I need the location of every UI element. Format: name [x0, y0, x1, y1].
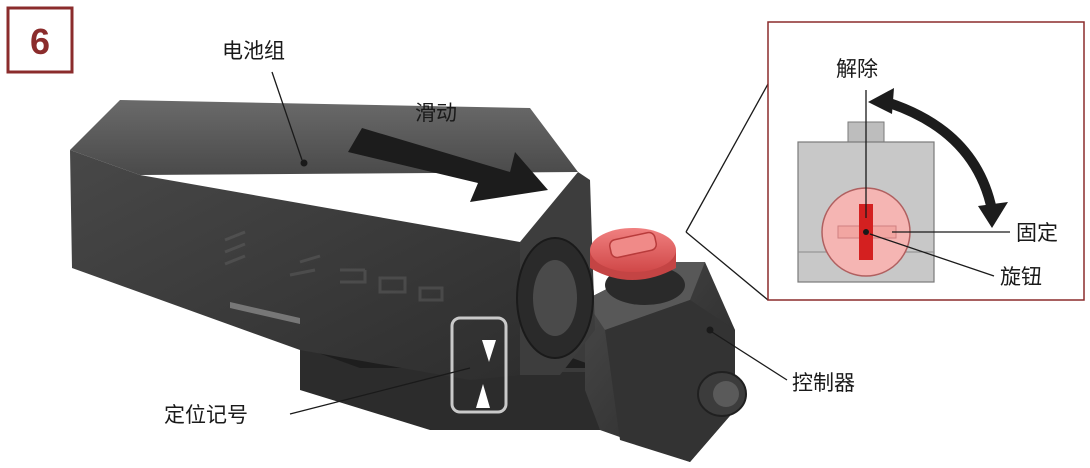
label-alignment-mark: 定位记号: [164, 403, 248, 427]
rotation-arrow-icon: [878, 95, 997, 212]
knob-part: [590, 228, 676, 280]
label-slide: 滑动: [415, 101, 457, 125]
alignment-mark-box: [450, 316, 508, 414]
battery-pack-body: [70, 100, 595, 380]
slide-arrow-icon: [348, 128, 548, 202]
knob-detail-callout: 解除 固定 旋钮: [685, 21, 1085, 301]
step-badge: 6: [6, 6, 74, 74]
alignment-triangle-up: [476, 384, 490, 408]
label-battery-pack: 电池组: [222, 39, 285, 63]
step-number: 6: [30, 21, 50, 62]
controller-body: [585, 262, 747, 462]
device-illustration: [70, 100, 747, 462]
alignment-triangle-down: [482, 340, 496, 362]
label-knob: 旋钮: [1000, 265, 1042, 289]
label-release: 解除: [836, 57, 878, 81]
label-fixed: 固定: [1016, 221, 1058, 245]
label-controller: 控制器: [792, 371, 855, 395]
